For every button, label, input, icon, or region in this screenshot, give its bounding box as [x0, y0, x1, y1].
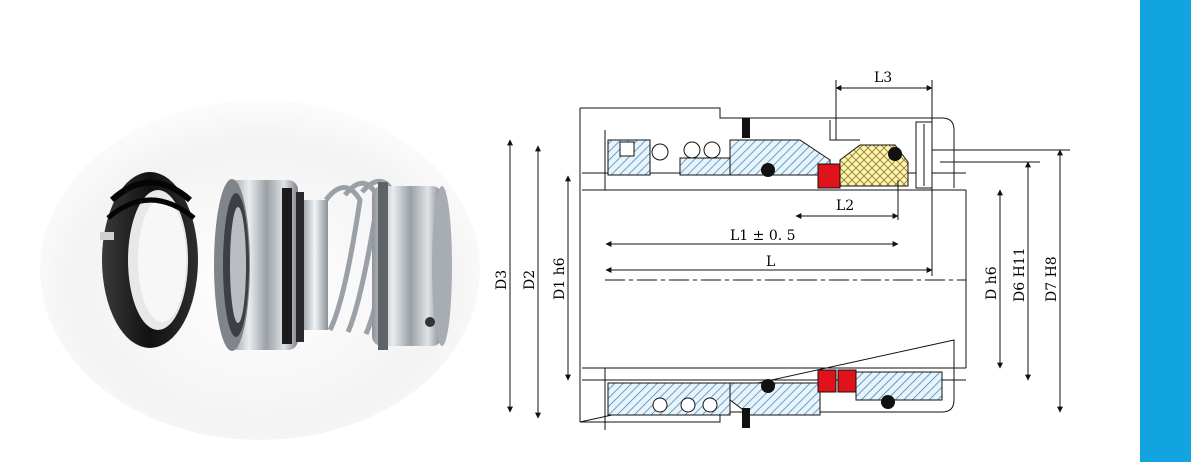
dim-d1: D1 h6: [552, 257, 568, 300]
seal-cross-section: L3 L2 L1 ± 0. 5 L D3 D2 D1 h6 D h6 D6 H1…: [480, 0, 1140, 462]
dim-l1: L1 ± 0. 5: [730, 228, 796, 244]
dim-d2: D2: [522, 270, 538, 290]
side-accent-bar: [1140, 0, 1191, 462]
dim-d3: D3: [494, 270, 510, 290]
dim-l: L: [766, 254, 775, 270]
mechanical-seal-cross-section-icon: L3 L2 L1 ± 0. 5 L D3 D2 D1 h6 D h6 D6 H1…: [494, 70, 1070, 430]
dim-d7: D7 H8: [1044, 256, 1060, 302]
dim-d6: D6 H11: [1012, 247, 1028, 302]
steel-face-ring: [214, 179, 328, 351]
upper-rotating-parts: [607, 120, 933, 189]
dim-l2: L2: [836, 198, 854, 214]
seal-photo: [0, 0, 480, 462]
dim-l3: L3: [874, 70, 892, 86]
black-seat-ring: [100, 172, 198, 348]
steel-drive-collar: [372, 182, 452, 350]
lower-rotating-parts: [607, 118, 943, 428]
mechanical-seal-photo-icon: [40, 100, 480, 440]
dim-d: D h6: [984, 266, 1000, 300]
